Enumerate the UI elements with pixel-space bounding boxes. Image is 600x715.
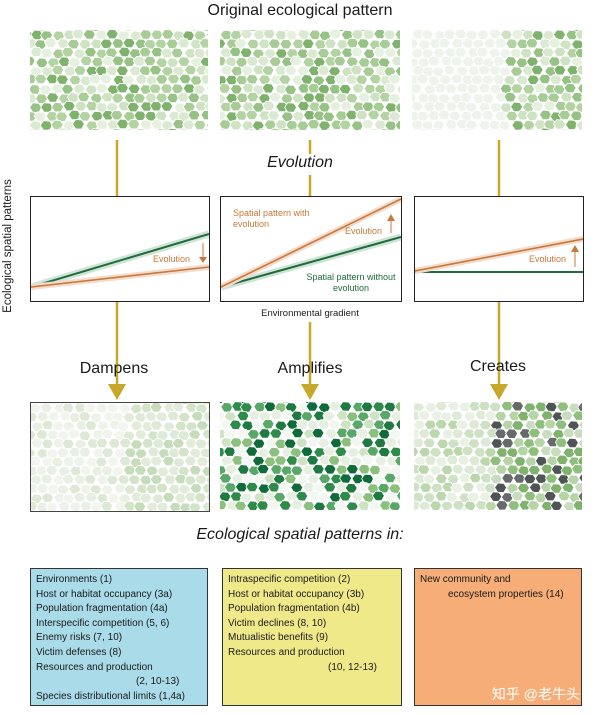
y-axis-label: Ecological spatial patterns	[2, 179, 14, 313]
graph-lines	[415, 236, 583, 274]
without-evolution-label: Spatial pattern without evolution	[306, 272, 396, 293]
result-pattern-created	[414, 402, 582, 510]
list-item: Enemy risks (7, 10)	[36, 632, 123, 644]
graph-dampens: Evolution	[30, 196, 210, 302]
list-item: Environments (1)	[36, 574, 113, 585]
evolution-label-middle: Evolution	[345, 226, 383, 236]
original-pattern-right	[412, 30, 582, 130]
list-item: Victim declines (8, 10)	[228, 617, 327, 629]
x-axis-label: Environmental gradient	[261, 308, 359, 319]
mosaic-canvas	[412, 30, 582, 130]
connector-arrow-left-bottom	[108, 302, 126, 400]
list-item: Host or habitat occupancy (3a)	[36, 588, 173, 600]
outcome-creates: Creates	[469, 358, 527, 375]
lists-title: Ecological spatial patterns in:	[196, 526, 404, 543]
mosaic-canvas	[31, 403, 209, 511]
evolution-label: Evolution	[267, 154, 333, 171]
list-item: Victim defenses (8)	[36, 646, 122, 658]
list-item: Species distributional limits (1,4a)	[36, 690, 185, 702]
with-evolution-label: Spatial pattern with evolution	[233, 208, 310, 229]
list-item: New community and	[420, 574, 511, 585]
list-item: ecosystem properties (14)	[448, 588, 564, 600]
list-item: (2, 10-13)	[136, 676, 180, 688]
list-box-creates: New community and ecosystem properties (…	[414, 568, 582, 706]
list-item: Resources and production	[228, 646, 345, 658]
graph-lines	[31, 230, 209, 291]
outcome-dampens: Dampens	[79, 360, 149, 377]
connector-arrow-middle-bottom	[301, 322, 319, 400]
list-item: Intraspecific competition (2)	[228, 574, 351, 585]
result-pattern-dampened	[30, 402, 210, 512]
list-box-amplifies: Intraspecific competition (2) Host or ha…	[222, 568, 402, 706]
list-box-dampens: Environments (1) Host or habitat occupan…	[30, 568, 208, 706]
list-item: Mutualistic benefits (9)	[228, 632, 329, 644]
original-pattern-left	[30, 30, 208, 130]
list-item: Resources and production	[36, 661, 153, 673]
original-pattern-middle	[220, 30, 400, 130]
watermark: 知乎 @老牛头	[491, 686, 580, 702]
mosaic-canvas	[414, 402, 582, 510]
mosaic-canvas	[220, 402, 400, 510]
connector-arrow-middle-top	[308, 140, 312, 154]
list-item: Interspecific competition (5, 6)	[36, 617, 170, 629]
connector-arrow-middle-top-2	[308, 175, 312, 196]
mosaic-canvas	[220, 30, 400, 130]
result-pattern-amplified	[220, 402, 400, 510]
graph-amplifies: Spatial pattern with evolution Evolution…	[220, 196, 402, 302]
evolution-label-right: Evolution	[529, 254, 567, 264]
outcome-amplifies: Amplifies	[277, 360, 343, 377]
mosaic-canvas	[30, 30, 208, 130]
graph-creates: Evolution	[414, 196, 584, 302]
graph-lines	[221, 197, 401, 291]
list-item: (10, 12-13)	[328, 661, 377, 673]
page-title: Original ecological pattern	[207, 2, 393, 19]
connector-arrow-right-top	[497, 140, 501, 196]
list-item: Population fragmentation (4b)	[228, 603, 360, 615]
connector-arrow-left-top	[115, 140, 119, 196]
list-item: Population fragmentation (4a)	[36, 603, 168, 615]
list-item: Host or habitat occupancy (3b)	[228, 588, 365, 600]
evolution-label-left: Evolution	[153, 254, 191, 264]
connector-arrow-right-bottom	[490, 302, 508, 400]
